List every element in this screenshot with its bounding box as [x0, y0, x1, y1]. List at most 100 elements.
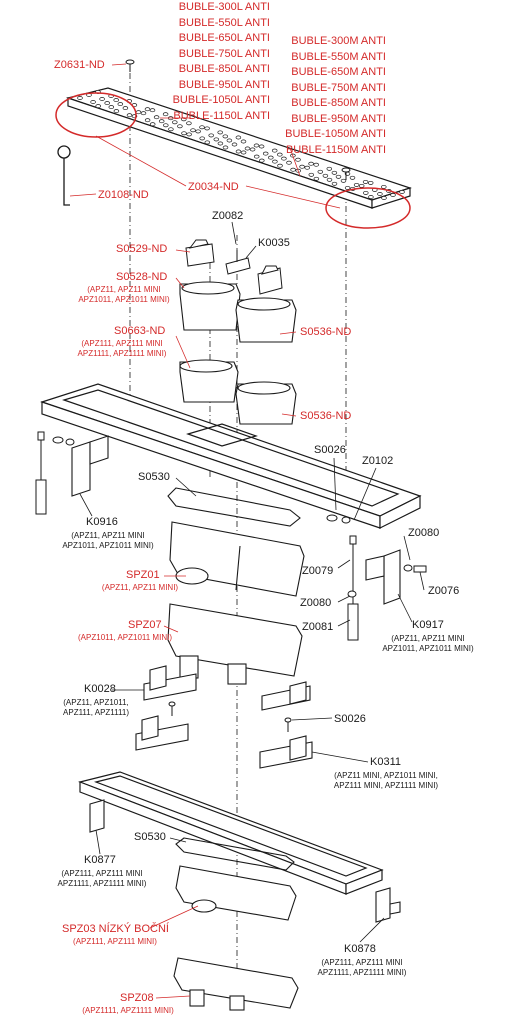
grate-hole [226, 138, 233, 143]
grate-hole [186, 121, 192, 126]
label-z0108: Z0108-ND [98, 189, 149, 201]
buble-l-item: BUBLE-850L ANTI [178, 63, 270, 75]
buble-m-item: BUBLE-750M ANTI [291, 81, 386, 94]
label-s0663: S0663-ND [114, 325, 166, 337]
grate-hole [363, 190, 369, 195]
grate-hole [172, 120, 178, 125]
label-spz07-models: (APZ1011, APZ1011 MINI) [78, 633, 172, 642]
screw-k0028 [168, 701, 176, 716]
grate-hole [313, 162, 319, 167]
grate-hole [281, 156, 287, 161]
siphon-body-spz07 [167, 603, 303, 685]
grate-hole [108, 105, 115, 110]
models-line: (APZ111, APZ111 MINI [321, 958, 403, 967]
grate-hole [195, 129, 201, 134]
grate-hole [235, 149, 242, 154]
screw-k0311 [284, 717, 292, 732]
label-s0530-upper: S0530 [138, 471, 170, 483]
grate-hole [368, 195, 374, 199]
grate-hole [381, 196, 387, 200]
bracket-k0916 [71, 435, 109, 497]
gasket-s0530-lower [175, 837, 295, 871]
grate-hole [163, 123, 169, 128]
models-line: (APZ11 MINI, APZ1011 MINI, [334, 771, 438, 780]
grate-hole [177, 124, 183, 129]
grate-hole [272, 159, 278, 164]
grate-hole [353, 182, 360, 187]
grate-hole [362, 179, 369, 184]
grate-hole [290, 167, 296, 172]
grate-hole [77, 96, 83, 100]
grate-hole [326, 166, 333, 171]
label-k0311: K0311 [370, 756, 401, 768]
grate-hole [253, 154, 260, 159]
label-k0028: K0028 [84, 683, 116, 695]
grate-hole [235, 135, 242, 140]
grate-hole [199, 125, 205, 130]
grate-hole [253, 143, 260, 148]
models-line: (APZ111, APZ111 MINI [81, 339, 163, 348]
clip-k0028-lower [135, 715, 189, 751]
models-line: (APZ111, APZ111 MINI [61, 869, 143, 878]
label-z0079: Z0079 [302, 565, 334, 577]
grate-hole [331, 170, 338, 175]
siphon-s0663 [179, 359, 239, 403]
label-z0076: Z0076 [428, 585, 460, 597]
grate-hole [244, 146, 251, 151]
buble-m-item: BUBLE-850M ANTI [291, 97, 386, 109]
grate-hole [113, 98, 119, 103]
buble-m-item: BUBLE-1150M ANTI [285, 143, 386, 156]
bracket-k0878 [375, 887, 401, 923]
highlight-ring-right [325, 187, 411, 229]
buble-m-item: BUBLE-950M ANTI [291, 112, 386, 125]
grate-hole [204, 140, 211, 145]
label-spz03-models: (APZ111, APZ111 MINI) [73, 937, 157, 946]
siphon-body-spz03 [175, 865, 297, 921]
grate-hole [213, 137, 220, 142]
grate-hole [399, 190, 405, 194]
siphon-s0536-upper [235, 297, 297, 343]
models-line: APZ111, APZ1111) [63, 708, 129, 717]
buble-m-item: BUBLE-1050M ANTI [285, 128, 386, 140]
buble-m-item: BUBLE-550M ANTI [291, 50, 386, 63]
label-s0528-models: (APZ11, APZ11 MINI APZ1011, APZ1011 MINI… [64, 285, 184, 305]
label-z0080-lower: Z0080 [300, 597, 332, 609]
grate-hole [149, 108, 156, 113]
label-k0035: K0035 [258, 237, 290, 249]
bracket-k0917 [365, 549, 401, 605]
label-s0528: S0528-ND [116, 271, 168, 283]
buble-l-item: BUBLE-300L ANTI [178, 1, 270, 13]
grate-hole [144, 107, 151, 112]
grate-hole [181, 131, 187, 136]
label-s0026-lower: S0026 [334, 713, 366, 725]
highlight-ring-left [55, 92, 137, 138]
grate-hole [331, 181, 338, 186]
label-z0080-upper: Z0080 [408, 527, 440, 539]
grate-hole [158, 119, 165, 124]
label-spz08: SPZ08 [120, 992, 154, 1004]
models-line: (APZ11, APZ11 MINI [87, 285, 161, 294]
grate-hole [259, 158, 265, 163]
leader-lines [69, 63, 425, 999]
models-line: (APZ11, APZ11 MINI [71, 531, 145, 540]
label-z0082: Z0082 [212, 210, 244, 222]
grate-hole [204, 126, 210, 131]
clip-k0311-upper [261, 681, 311, 711]
washers-right [326, 514, 427, 598]
label-s0530-lower: S0530 [134, 831, 166, 843]
grate-hole [240, 150, 247, 155]
buble-m-item: BUBLE-650M ANTI [291, 66, 386, 78]
grate-hole [231, 142, 238, 147]
grate-hole [95, 104, 101, 109]
label-z0081: Z0081 [302, 621, 334, 633]
screw-right-top [341, 167, 351, 180]
buble-l-item: BUBLE-750L ANTI [178, 47, 270, 60]
grate-hole [90, 100, 96, 104]
grate-hole [135, 110, 142, 115]
label-s0536-upper: S0536-ND [300, 326, 352, 338]
gasket-s0530 [167, 487, 301, 527]
grate-hole [217, 130, 223, 135]
siphon-s0536-lower [235, 381, 297, 425]
clip-k0028-upper [143, 665, 197, 701]
